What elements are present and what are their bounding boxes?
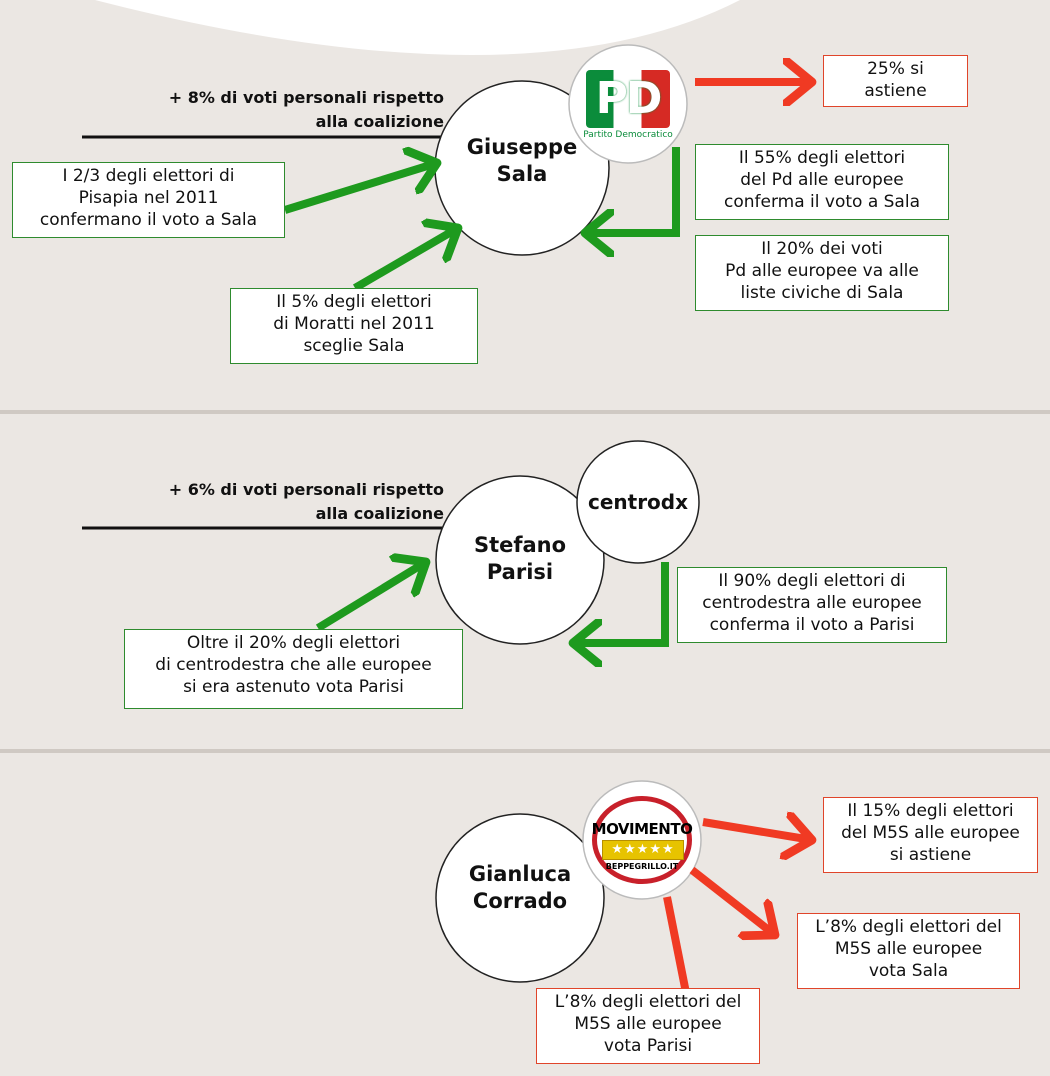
box-m5s-abstain: Il 15% degli elettori del M5S alle europ… — [823, 797, 1038, 873]
personal-votes-note-sala: + 8% di voti personali rispetto alla coa… — [168, 88, 444, 131]
centrodx-label: centrodx — [587, 490, 689, 514]
arrow-moratti-to-sala — [352, 228, 458, 292]
arrow-pd-to-sala — [585, 147, 680, 233]
arrow-m5s-to-sala — [689, 866, 775, 935]
separator-2 — [0, 749, 1050, 753]
candidate-name-parisi: Stefano Parisi — [473, 533, 567, 584]
box-abstainers-parisi: Oltre il 20% degli elettori di centrodes… — [124, 629, 463, 709]
m5s-stars: ★★★★★ — [602, 840, 684, 860]
separator-1 — [0, 410, 1050, 414]
box-pd-civic-lists: Il 20% dei voti Pd alle europee va alle … — [695, 235, 949, 311]
box-m5s-vote-sala: L’8% degli elettori del M5S alle europee… — [797, 913, 1020, 989]
box-pisapia-voters: I 2/3 degli elettori di Pisapia nel 2011… — [12, 162, 285, 238]
top-white-shape — [95, 0, 740, 55]
box-m5s-vote-parisi: L’8% degli elettori del M5S alle europee… — [536, 988, 760, 1064]
pd-logo: PD Partito Democratico — [580, 68, 676, 148]
personal-votes-note-parisi: + 6% di voti personali rispetto alla coa… — [168, 480, 444, 523]
arrow-centrodx-to-parisi — [573, 562, 669, 643]
box-moratti-voters: Il 5% degli elettori di Moratti nel 2011… — [230, 288, 478, 364]
candidate-name-sala: Giuseppe Sala — [466, 135, 578, 186]
pd-logo-letters: PD — [595, 73, 663, 124]
centrodx-circle — [576, 440, 700, 564]
arrow-pisapia-to-sala — [283, 163, 437, 214]
m5s-logo: MOVIMENTO ★★★★★ BEPPEGRILLO.IT — [588, 796, 696, 886]
box-pd-confirm-sala: Il 55% degli elettori del Pd alle europe… — [695, 144, 949, 220]
m5s-logo-text: MOVIMENTO — [591, 820, 693, 838]
arrow-abstainers-to-parisi — [315, 562, 426, 632]
pd-logo-mark — [586, 70, 670, 128]
m5s-logo-caption: BEPPEGRILLO.IT — [605, 862, 679, 871]
box-centrodx-confirm-parisi: Il 90% degli elettori di centrodestra al… — [677, 567, 947, 643]
arrow-m5s-to-abstain — [702, 822, 812, 840]
pd-logo-caption: Partito Democratico — [583, 130, 673, 140]
candidate-circle-corrado — [435, 813, 605, 983]
box-sala-abstain: 25% si astiene — [823, 55, 968, 107]
candidate-circle-parisi — [435, 475, 605, 645]
candidate-name-corrado: Gianluca Corrado — [468, 862, 572, 913]
